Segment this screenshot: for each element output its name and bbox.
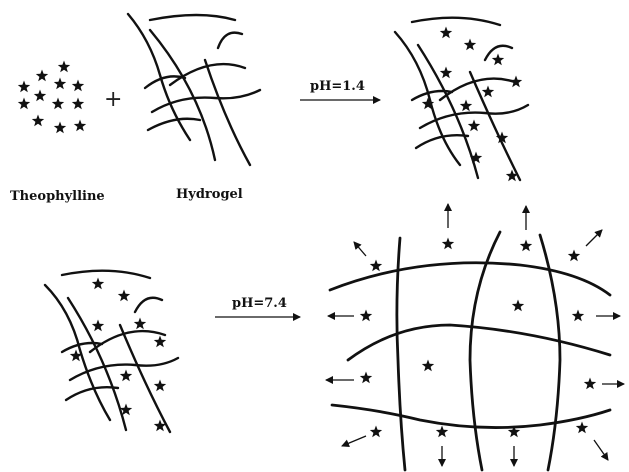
star-icon bbox=[520, 240, 532, 252]
star-icon bbox=[436, 426, 448, 438]
encapsulated-drug-initial bbox=[70, 278, 166, 432]
star-icon bbox=[512, 300, 524, 312]
star-icon bbox=[58, 61, 70, 73]
star-icon bbox=[572, 310, 584, 322]
released-drug bbox=[360, 238, 596, 438]
star-icon bbox=[92, 320, 104, 332]
star-icon bbox=[576, 422, 588, 434]
star-icon bbox=[468, 120, 480, 132]
theophylline-cluster bbox=[18, 61, 86, 134]
swollen-hydrogel-network bbox=[330, 232, 610, 470]
star-icon bbox=[422, 360, 434, 372]
star-icon bbox=[120, 370, 132, 382]
arrow-icon bbox=[342, 436, 366, 446]
star-icon bbox=[370, 260, 382, 272]
star-icon bbox=[510, 76, 522, 88]
star-icon bbox=[482, 86, 494, 98]
theophylline-label: Theophylline bbox=[10, 189, 105, 204]
star-icon bbox=[52, 98, 64, 110]
star-icon bbox=[568, 250, 580, 262]
star-icon bbox=[464, 39, 476, 51]
star-icon bbox=[370, 426, 382, 438]
arrow-icon bbox=[594, 440, 608, 460]
arrow-icon bbox=[354, 242, 366, 256]
arrow-icon bbox=[586, 230, 602, 246]
star-icon bbox=[492, 54, 504, 66]
star-icon bbox=[584, 378, 596, 390]
star-icon bbox=[92, 278, 104, 290]
hydrogel-network bbox=[128, 14, 260, 165]
ph-neutral-label: pH=7.4 bbox=[232, 296, 287, 311]
star-icon bbox=[118, 290, 130, 302]
loaded-hydrogel-initial bbox=[45, 271, 178, 432]
star-icon bbox=[134, 318, 146, 330]
star-icon bbox=[36, 70, 48, 82]
star-icon bbox=[442, 238, 454, 250]
ph-acid-label: pH=1.4 bbox=[310, 79, 365, 94]
loaded-hydrogel-acid bbox=[395, 18, 528, 180]
star-icon bbox=[360, 372, 372, 384]
star-icon bbox=[34, 90, 46, 102]
star-icon bbox=[54, 122, 66, 134]
star-icon bbox=[72, 80, 84, 92]
star-icon bbox=[32, 115, 44, 127]
star-icon bbox=[18, 98, 30, 110]
hydrogel-label: Hydrogel bbox=[176, 187, 243, 202]
star-icon bbox=[74, 120, 86, 132]
star-icon bbox=[18, 81, 30, 93]
star-icon bbox=[72, 98, 84, 110]
star-icon bbox=[440, 67, 452, 79]
star-icon bbox=[360, 310, 372, 322]
star-icon bbox=[154, 380, 166, 392]
star-icon bbox=[460, 100, 472, 112]
star-icon bbox=[154, 336, 166, 348]
star-icon bbox=[54, 78, 66, 90]
plus-sign: + bbox=[104, 87, 122, 112]
star-icon bbox=[440, 27, 452, 39]
